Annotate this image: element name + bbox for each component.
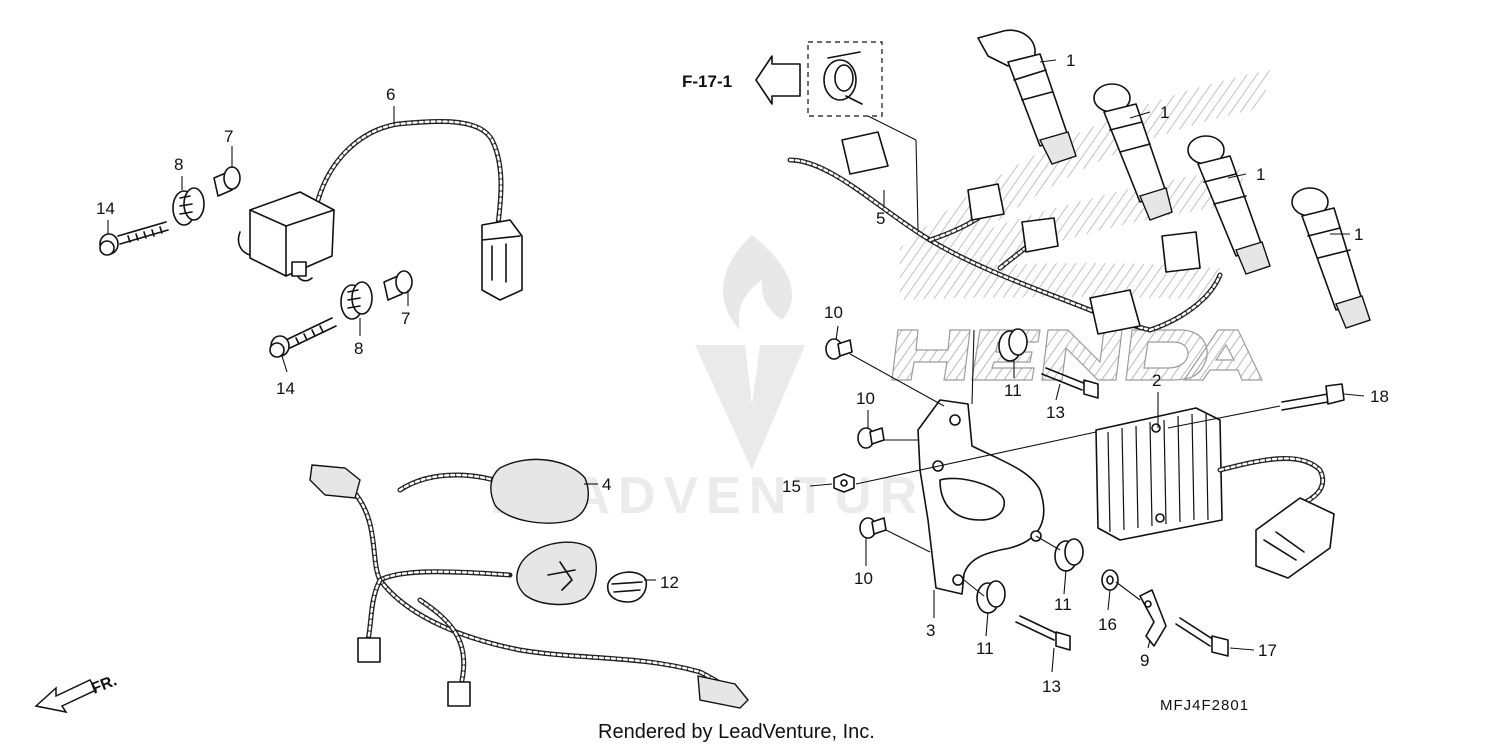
callout-18: 18 xyxy=(1370,387,1389,406)
callout-17: 17 xyxy=(1258,641,1277,660)
part-10-bolt-low xyxy=(859,517,887,539)
part-4-wire-harness xyxy=(309,458,749,709)
honda-wing-logo xyxy=(891,70,1270,381)
part-2-regulator-rectifier xyxy=(1095,407,1335,579)
callout-4: 4 xyxy=(602,475,611,494)
front-direction-indicator: FR. xyxy=(34,672,119,714)
reference-clamp-box xyxy=(755,41,883,117)
callout-13: 13 xyxy=(1042,677,1061,696)
callout-1: 1 xyxy=(1160,103,1169,122)
part-1-ignition-coil-3 xyxy=(1187,135,1271,275)
callout-5: 5 xyxy=(876,209,885,228)
leader-lines xyxy=(107,59,1365,673)
callout-14: 14 xyxy=(276,379,295,398)
callout-1: 1 xyxy=(1354,225,1363,244)
part-17-bolt xyxy=(1175,617,1229,657)
part-1-ignition-coil-2 xyxy=(1093,83,1173,221)
part-14-bolt-upper xyxy=(99,221,169,256)
callout-1: 1 xyxy=(1256,165,1265,184)
part-16-washer xyxy=(1101,569,1119,591)
reference-code: F-17-1 xyxy=(682,72,732,91)
callout-6: 6 xyxy=(386,85,395,104)
part-12-grommet xyxy=(606,571,648,603)
part-9-clamp xyxy=(1139,589,1167,647)
part-11-rubber-top xyxy=(998,328,1028,362)
arrow-left-icon xyxy=(755,55,801,105)
callout-15: 15 xyxy=(782,477,801,496)
part-13-bolt-low xyxy=(1015,615,1071,651)
callout-11: 11 xyxy=(1004,381,1022,400)
part-8-grommet-lower xyxy=(340,281,373,320)
part-1-ignition-coil-1 xyxy=(977,29,1077,165)
callout-10: 10 xyxy=(856,389,875,408)
callout-7: 7 xyxy=(401,309,410,328)
callout-16: 16 xyxy=(1098,615,1117,634)
part-10-bolt-top xyxy=(825,338,853,360)
callout-10: 10 xyxy=(854,569,873,588)
callout-8: 8 xyxy=(354,339,363,358)
part-11-rubber-mid xyxy=(1054,538,1084,572)
callout-13: 13 xyxy=(1046,403,1065,422)
part-3-bracket xyxy=(917,399,1045,595)
part-6-sensor-with-lead xyxy=(237,118,523,301)
callout-9: 9 xyxy=(1140,651,1149,670)
callout-8: 8 xyxy=(174,155,183,174)
callout-7: 7 xyxy=(224,127,233,146)
part-5-sub-harness xyxy=(787,131,1223,335)
part-18-bolt xyxy=(1281,383,1345,411)
credit-line: Rendered by LeadVenture, Inc. xyxy=(598,721,875,743)
callout-2: 2 xyxy=(1152,371,1161,390)
part-15-nut xyxy=(833,473,855,493)
part-8-grommet-upper xyxy=(172,187,205,226)
part-10-bolt-mid xyxy=(857,427,885,449)
callout-10: 10 xyxy=(824,303,843,322)
callout-11: 11 xyxy=(976,639,994,658)
part-1-ignition-coil-4 xyxy=(1291,187,1371,329)
honda-letters xyxy=(891,329,1263,381)
part-11-rubber-low xyxy=(976,580,1006,614)
part-7-collar-lower xyxy=(383,270,413,301)
callout-labels: 1 1 1 1 2 3 4 5 6 7 7 8 8 9 10 10 10 11 … xyxy=(96,51,1389,696)
front-label: FR. xyxy=(89,672,119,697)
callout-3: 3 xyxy=(926,621,935,640)
part-7-collar-upper xyxy=(213,166,241,197)
callout-1: 1 xyxy=(1066,51,1075,70)
diagram-code: MFJ4F2801 xyxy=(1160,697,1249,714)
callout-14: 14 xyxy=(96,199,115,218)
part-14-bolt-lower xyxy=(269,317,337,358)
front-arrow-icon xyxy=(34,679,98,714)
part-13-bolt-top xyxy=(1041,367,1099,399)
callout-12: 12 xyxy=(660,573,679,592)
callout-11: 11 xyxy=(1054,595,1072,614)
